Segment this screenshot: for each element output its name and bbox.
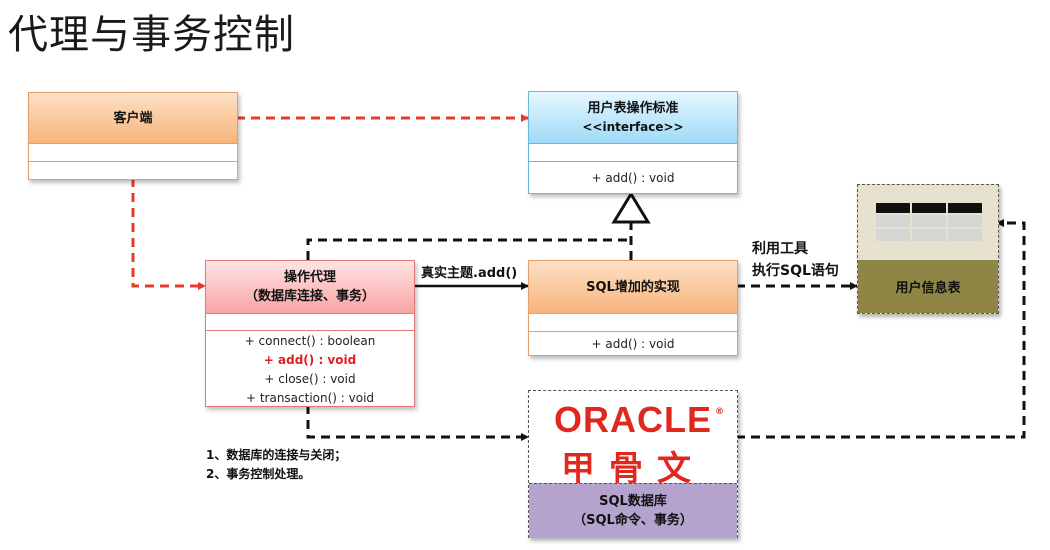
user-table-box[interactable]: 用户信息表	[857, 184, 999, 314]
client-attributes	[29, 143, 237, 161]
interface-title: 用户表操作标准	[587, 100, 679, 116]
oracle-logo-word: ORACLE	[554, 399, 712, 440]
edge-client-to-proxy	[131, 178, 206, 290]
realization-triangle	[611, 191, 651, 224]
edge-proxy-to-db	[306, 405, 529, 441]
proxy-method-connect: + connect() : boolean	[244, 334, 376, 348]
proxy-method-add: + add() : void	[263, 353, 357, 367]
interface-header: 用户表操作标准 <<interface>>	[529, 92, 737, 143]
edge-label-use-tool: 利用工具	[752, 241, 808, 257]
interface-operations: + add() : void	[529, 161, 737, 194]
database-subtitle: （SQL命令、事务）	[573, 513, 693, 528]
real-subject-method-add: + add() : void	[591, 337, 675, 351]
database-label: SQL数据库 （SQL命令、事务）	[529, 483, 737, 538]
proxy-subtitle: （数据库连接、事务）	[244, 289, 375, 304]
oracle-logo-reg: ®	[715, 407, 724, 417]
interface-method-add: + add() : void	[591, 170, 675, 185]
proxy-box[interactable]: 操作代理 （数据库连接、事务） + connect() : boolean + …	[205, 260, 415, 407]
edge-db-to-table	[736, 219, 1026, 439]
database-title: SQL数据库	[599, 494, 667, 509]
proxy-title: 操作代理	[283, 270, 336, 285]
client-operations	[29, 161, 237, 179]
page-title: 代理与事务控制	[8, 12, 295, 58]
client-title: 客户端	[29, 93, 237, 143]
proxy-operations: + connect() : boolean + add() : void + c…	[206, 330, 414, 408]
edge-proxy-realize-interface	[306, 238, 631, 260]
interface-stereotype: <<interface>>	[582, 119, 684, 134]
note-connect-close: 1、数据库的连接与关闭；	[206, 448, 347, 462]
edge-label-real-add: 真实主题.add()	[421, 266, 518, 281]
database-box[interactable]: ORACLE ® 甲骨文 SQL数据库 （SQL命令、事务）	[528, 390, 738, 538]
real-subject-operations: + add() : void	[529, 331, 737, 357]
interface-attributes	[529, 143, 737, 161]
real-subject-attributes	[529, 313, 737, 331]
note-transaction: 2、事务控制处理。	[206, 467, 311, 481]
client-box[interactable]: 客户端	[28, 92, 238, 180]
proxy-method-close: + close() : void	[264, 372, 356, 386]
proxy-attributes	[206, 313, 414, 330]
user-table-title: 用户信息表	[858, 260, 998, 313]
real-subject-box[interactable]: SQL增加的实现 + add() : void	[528, 260, 738, 356]
oracle-logo-cn: 甲骨文	[561, 449, 705, 489]
interface-box[interactable]: 用户表操作标准 <<interface>> + add() : void	[528, 91, 738, 194]
real-subject-title: SQL增加的实现	[529, 261, 737, 313]
oracle-logo: ORACLE ® 甲骨文	[529, 391, 737, 489]
proxy-header: 操作代理 （数据库连接、事务）	[206, 261, 414, 313]
proxy-method-transaction: + transaction() : void	[245, 391, 375, 405]
table-grid-icon	[876, 203, 982, 243]
edge-label-exec-sql: 执行SQL语句	[752, 263, 839, 279]
